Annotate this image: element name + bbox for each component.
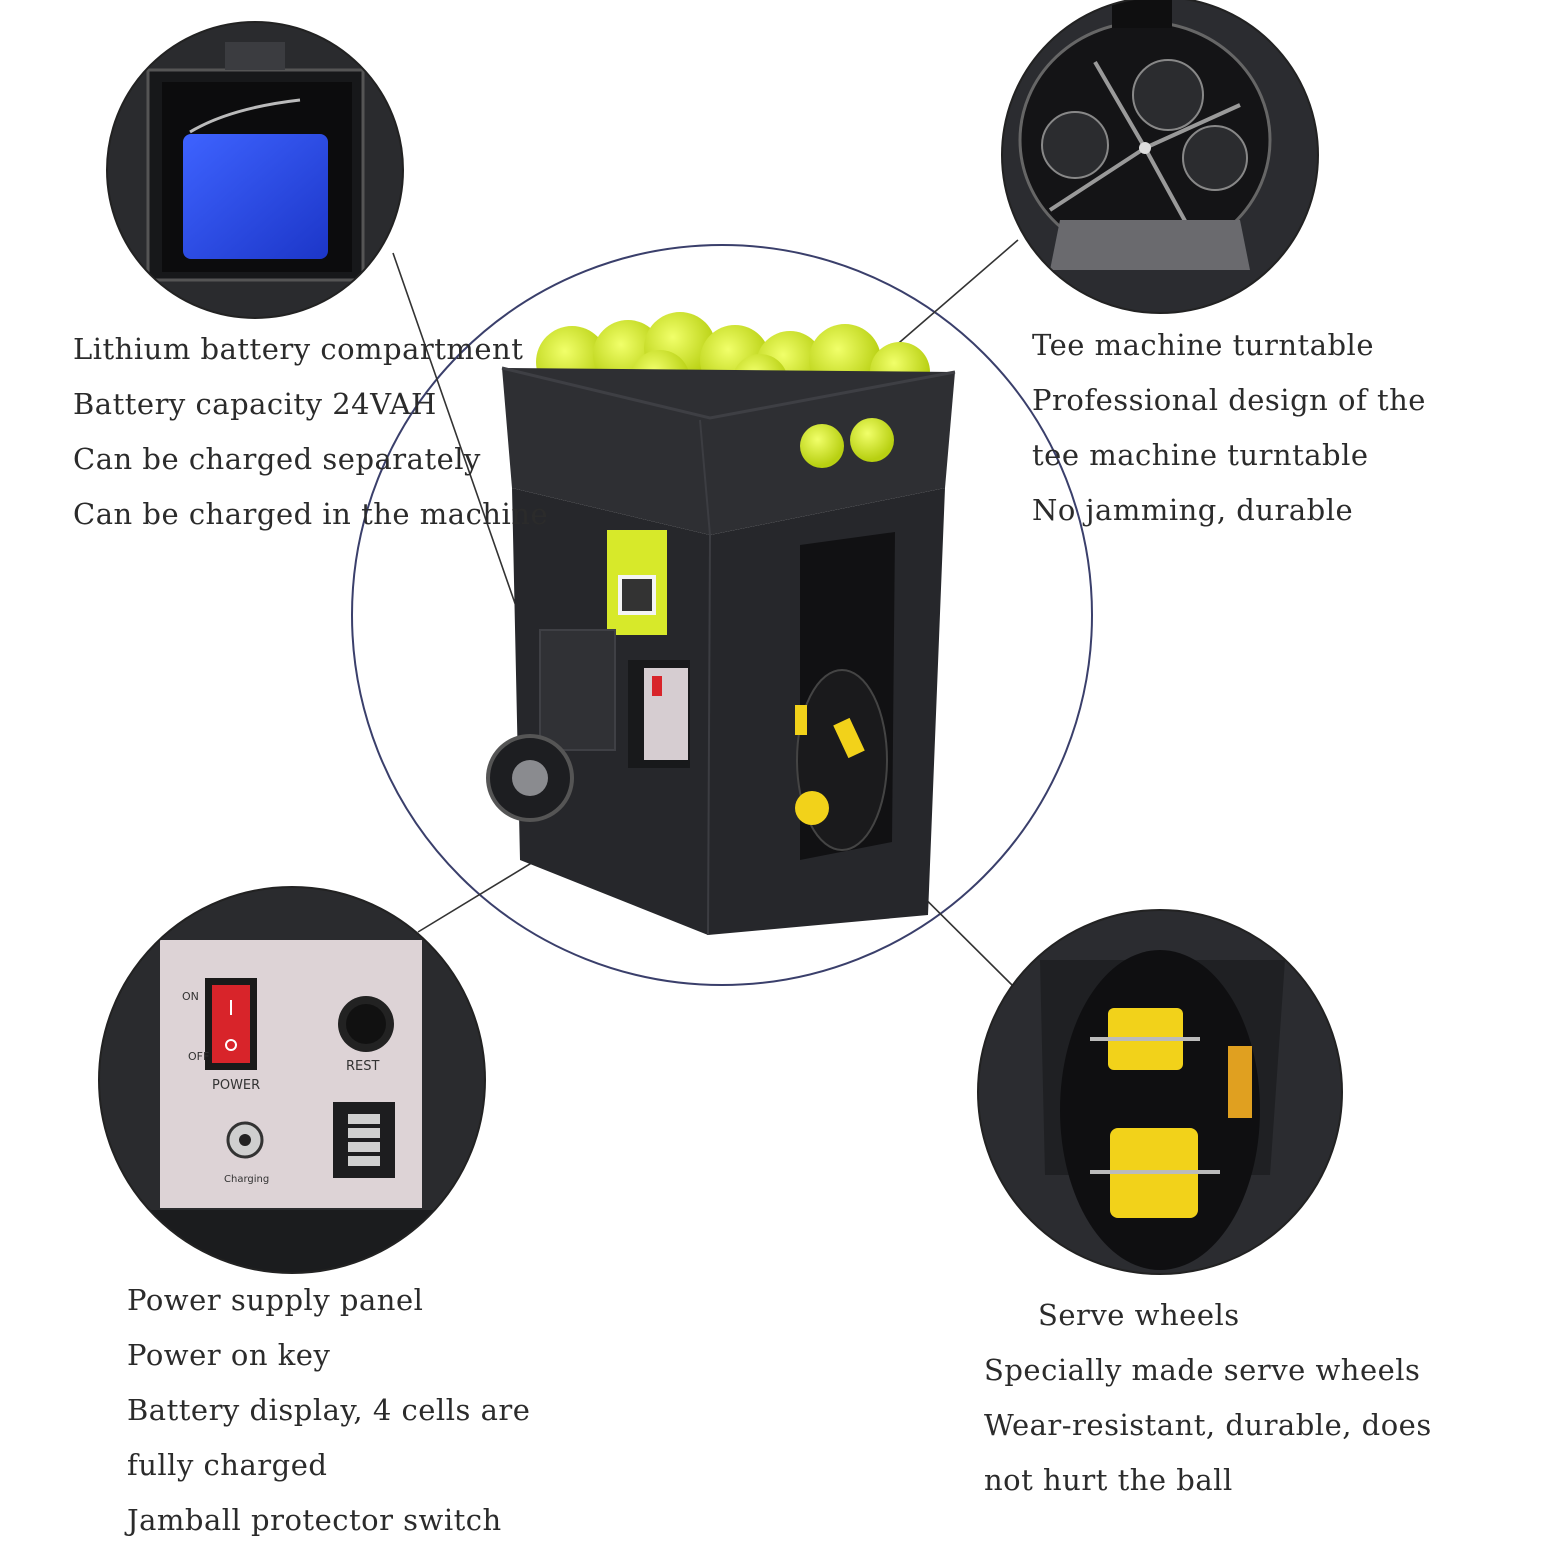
battery-pack-icon (183, 134, 328, 259)
power-panel-line-4: fully charged (127, 1448, 328, 1482)
serve-wheels-line-1: Specially made serve wheels (984, 1353, 1421, 1387)
power-panel-callout: Power supply panel Power on key Battery … (127, 1273, 530, 1548)
power-panel-photo: ON OFF POWER REST Charging (99, 887, 485, 1273)
turntable-line-3: tee machine turntable (1032, 438, 1369, 472)
battery-compartment-photo (107, 22, 403, 318)
battery-line-4: Can be charged in the machine (73, 497, 549, 531)
turntable-callout: Tee machine turntable Professional desig… (1032, 318, 1426, 538)
ball-machine-photo (486, 312, 956, 936)
serve-wheels-callout: Serve wheels Specially made serve wheels… (984, 1288, 1432, 1508)
battery-line-2: Battery capacity 24VAH (73, 387, 437, 421)
power-panel-line-2: Power on key (127, 1338, 331, 1372)
serve-wheels-title: Serve wheels (1038, 1298, 1240, 1332)
battery-line-1: Lithium battery compartment (73, 332, 524, 366)
machine-outline-circle (351, 244, 1093, 986)
serve-wheels-line-3: not hurt the ball (984, 1463, 1233, 1497)
panel-label-on: ON (182, 990, 199, 1003)
panel-label-rest: REST (346, 1059, 379, 1074)
power-panel-line-5: Jamball protector switch (127, 1503, 502, 1537)
battery-callout: Lithium battery compartment Battery capa… (73, 322, 548, 542)
turntable-line-2: Professional design of the (1032, 383, 1426, 417)
turntable-photo (1002, 0, 1318, 313)
turntable-icon (1041, 59, 1248, 231)
turntable-line-1: Tee machine turntable (1032, 328, 1374, 362)
serve-wheel-icon (1090, 1008, 1220, 1218)
panel-label-power: POWER (212, 1078, 260, 1093)
panel-label-off: OFF (188, 1050, 209, 1063)
serve-wheels-line-2: Wear-resistant, durable, does (984, 1408, 1432, 1442)
power-panel-line-3: Battery display, 4 cells are (127, 1393, 531, 1427)
battery-line-3: Can be charged separately (73, 442, 481, 476)
power-panel-line-1: Power supply panel (127, 1283, 424, 1317)
panel-label-charging: Charging (224, 1174, 269, 1185)
turntable-line-4: No jamming, durable (1032, 493, 1354, 527)
battery-level-icon (333, 1102, 395, 1178)
serve-wheels-photo (978, 910, 1342, 1274)
